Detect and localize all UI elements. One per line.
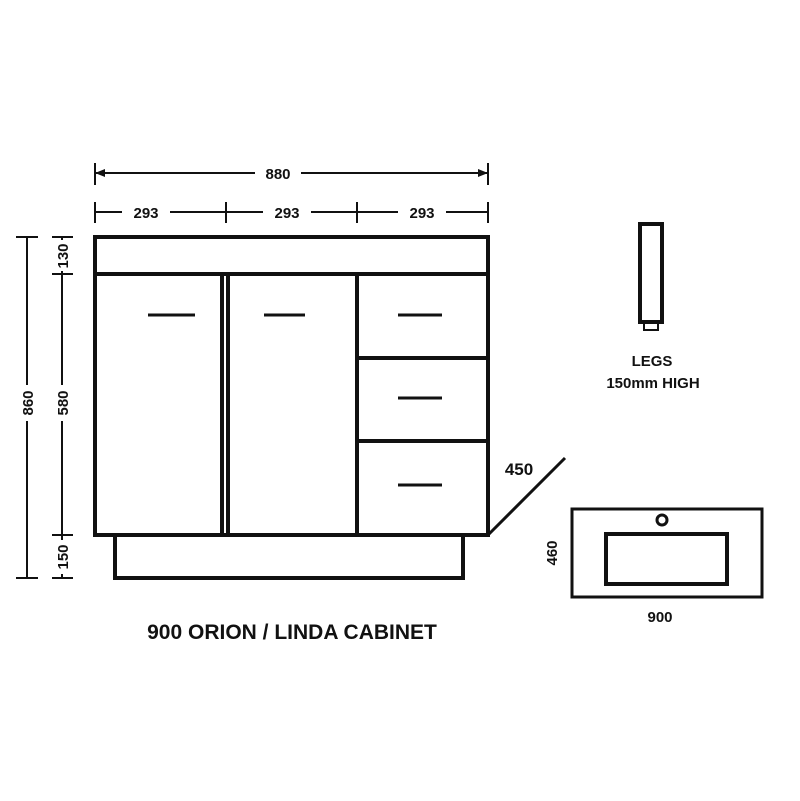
section-width-1-label: 293 — [133, 205, 158, 222]
basin-width-label: 900 — [647, 609, 672, 626]
cabinet-plinth — [113, 533, 465, 580]
overall-width-label: 880 — [265, 166, 290, 183]
cabinet-front — [93, 235, 567, 580]
top-rail-height-label: 130 — [55, 243, 72, 268]
basin-plan — [570, 507, 764, 599]
depth-line — [486, 456, 567, 537]
depth-label: 450 — [505, 460, 533, 479]
leg-foot-icon — [643, 321, 659, 331]
overall-height-label: 860 — [20, 390, 37, 415]
section-widths-dimension: 293 293 293 — [94, 202, 489, 223]
leg-detail — [638, 222, 664, 331]
sub-heights-dimension: 130 580 150 — [52, 236, 73, 579]
legs-height-label: 150mm HIGH — [606, 375, 699, 392]
overall-height-dimension: 860 — [16, 236, 38, 579]
drawing-title: 900 ORION / LINDA CABINET — [147, 621, 437, 644]
overall-width-dimension: 880 — [94, 163, 489, 185]
section-width-3-label: 293 — [409, 205, 434, 222]
section-width-2-label: 293 — [274, 205, 299, 222]
basin-bowl — [604, 532, 729, 586]
tap-hole-icon — [655, 513, 669, 527]
leg-height-label: 150 — [55, 544, 72, 569]
legs-label: LEGS — [632, 353, 673, 370]
leg-icon — [638, 222, 664, 324]
body-height-label: 580 — [55, 390, 72, 415]
cabinet-outline — [93, 235, 490, 537]
basin-outline — [570, 507, 764, 599]
basin-depth-label: 460 — [544, 540, 561, 565]
